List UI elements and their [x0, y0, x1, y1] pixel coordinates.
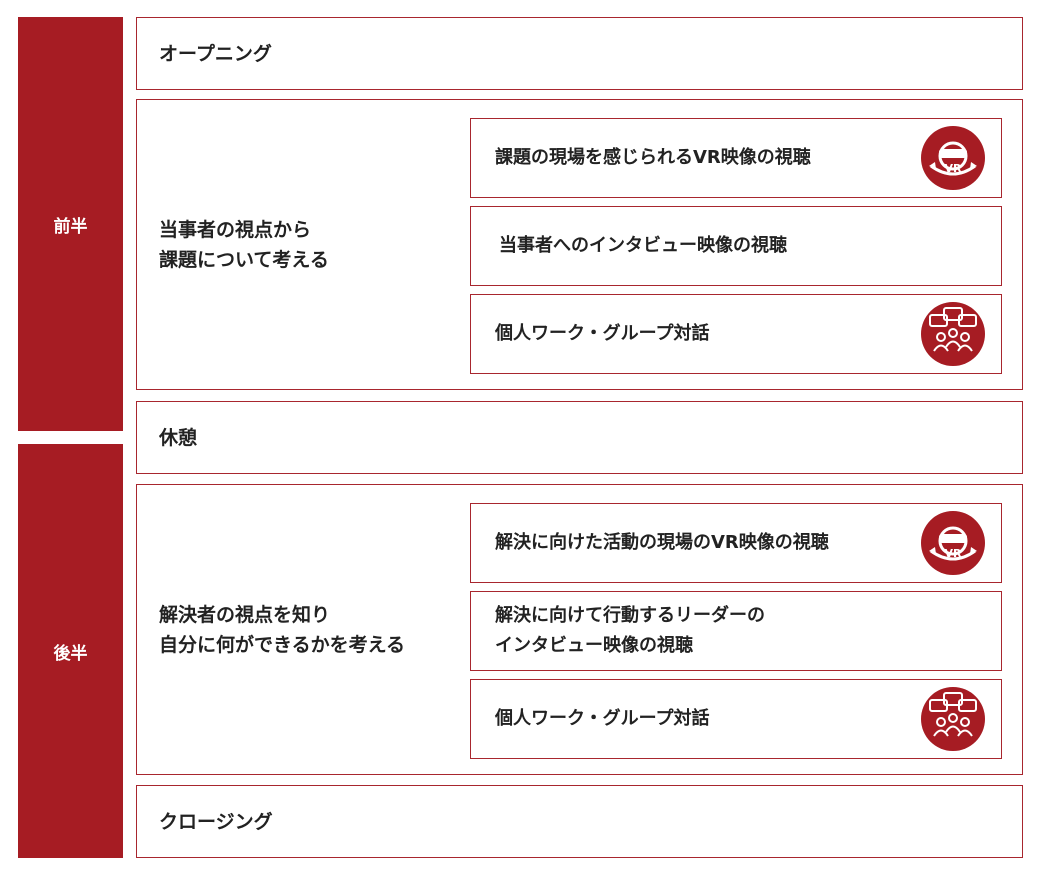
block-2-item-interview-label: 解決に向けて行動するリーダーの インタビュー映像の視聴 — [495, 601, 765, 661]
block-1-label-line-1: 当事者の視点から — [159, 218, 312, 241]
block-2-item-interview-line-2: インタビュー映像の視聴 — [495, 635, 693, 656]
opening-label: オープニング — [159, 42, 272, 65]
block-2-item-interview-line-1: 解決に向けて行動するリーダーの — [495, 605, 765, 626]
block-2-item-vr: 解決に向けた活動の現場のVR映像の視聴 VR — [470, 503, 1002, 583]
vr-icon: VR — [921, 511, 985, 575]
phase-first-half-label: 前半 — [53, 216, 88, 237]
row-block-1: 当事者の視点から 課題について考える 課題の現場を感じられるVR映像の視聴 VR… — [136, 99, 1023, 390]
block-1-item-vr: 課題の現場を感じられるVR映像の視聴 VR — [470, 118, 1002, 198]
row-block-2: 解決者の視点を知り 自分に何ができるかを考える 解決に向けた活動の現場のVR映像… — [136, 484, 1023, 775]
row-break: 休憩 — [136, 401, 1023, 474]
block-2-item-interview: 解決に向けて行動するリーダーの インタビュー映像の視聴 — [470, 591, 1002, 671]
block-1-item-interview: 当事者へのインタビュー映像の視聴 — [470, 206, 1002, 286]
closing-label: クロージング — [159, 810, 273, 833]
block-2-item-group: 個人ワーク・グループ対話 — [470, 679, 1002, 759]
phase-first-half: 前半 — [18, 17, 123, 431]
block-1-item-vr-label: 課題の現場を感じられるVR映像の視聴 — [495, 147, 811, 168]
block-2-item-vr-label: 解決に向けた活動の現場のVR映像の視聴 — [495, 532, 829, 553]
block-2-label-line-1: 解決者の視点を知り — [159, 603, 331, 626]
block-2-item-group-label: 個人ワーク・グループ対話 — [495, 708, 710, 729]
block-1-label: 当事者の視点から 課題について考える — [159, 215, 329, 275]
vr-icon-text: VR — [945, 547, 963, 560]
group-dialogue-icon — [921, 302, 985, 366]
row-opening: オープニング — [136, 17, 1023, 90]
phase-second-half: 後半 — [18, 444, 123, 858]
vr-icon-text: VR — [945, 162, 963, 175]
phase-second-half-label: 後半 — [53, 643, 88, 664]
block-2-label-line-2: 自分に何ができるかを考える — [159, 633, 406, 656]
block-1-item-group-label: 個人ワーク・グループ対話 — [495, 323, 710, 344]
row-closing: クロージング — [136, 785, 1023, 858]
block-1-item-interview-label: 当事者へのインタビュー映像の視聴 — [499, 235, 787, 256]
vr-icon: VR — [921, 126, 985, 190]
block-2-label: 解決者の視点を知り 自分に何ができるかを考える — [159, 600, 405, 660]
block-1-item-group: 個人ワーク・グループ対話 — [470, 294, 1002, 374]
break-label: 休憩 — [159, 426, 198, 449]
block-1-label-line-2: 課題について考える — [159, 248, 329, 271]
group-dialogue-icon — [921, 687, 985, 751]
